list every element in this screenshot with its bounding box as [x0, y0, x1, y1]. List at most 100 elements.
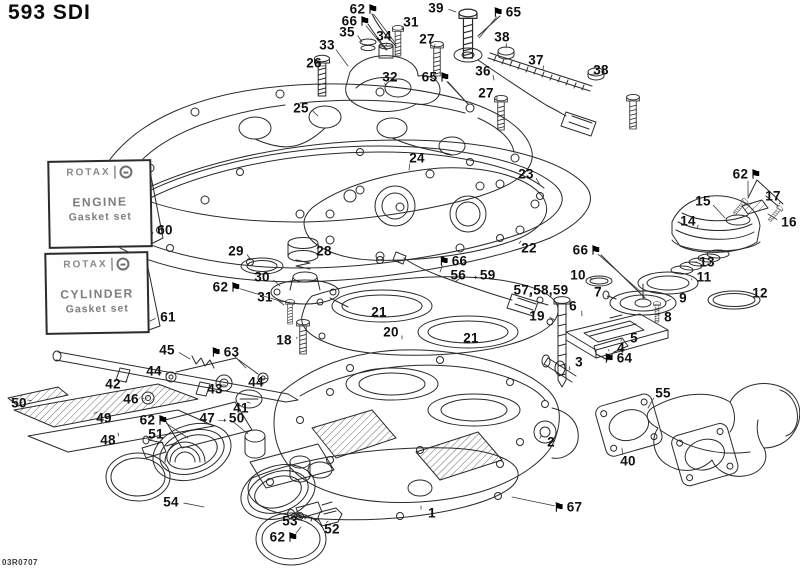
part-callout-43: 43 — [207, 382, 223, 396]
part-callout-39: 39 — [428, 1, 444, 15]
callout-number: 42 — [105, 376, 121, 392]
gasket-box-header: ROTAX — [62, 161, 137, 181]
part-callout-4: 4 — [617, 341, 625, 355]
part-callout-41: 41 — [233, 401, 249, 415]
callout-number: 29 — [228, 243, 244, 259]
service-product-flag-icon: ⚑ — [439, 70, 451, 85]
callout-number: 21 — [463, 330, 479, 346]
callout-number: 65 — [421, 69, 438, 85]
part-callout-8: 8 — [664, 310, 672, 324]
part-callout-27: 27 — [419, 32, 435, 46]
callout-number: 21 — [371, 304, 387, 320]
part-callout-60: 60 — [157, 223, 173, 237]
part-callout-13: 13 — [699, 255, 715, 269]
callout-number: 4 — [617, 340, 625, 356]
callout-number: 17 — [765, 188, 781, 204]
part-callout-42: 42 — [105, 377, 121, 391]
part-callout-15: 15 — [695, 194, 711, 208]
part-callout-64: ⚑64 — [602, 351, 633, 365]
gasket-box-header: ROTAX — [59, 253, 134, 273]
part-callout-50: 50 — [11, 396, 27, 410]
part-callout-11: 11 — [697, 270, 712, 284]
callout-number: 30 — [254, 269, 270, 285]
service-product-flag-icon: ⚑ — [590, 243, 602, 258]
part-callout-36: 36 — [475, 64, 491, 78]
rotax-logo-icon — [119, 165, 133, 179]
page-title: 593 SDI — [8, 1, 91, 24]
rotax-brand-text: ROTAX — [63, 258, 108, 271]
part-callout-62: 62⚑ — [140, 413, 171, 427]
callout-number: 8 — [664, 309, 672, 325]
part-callout-38: 38 — [494, 30, 510, 44]
callout-number: 33 — [319, 37, 335, 53]
callout-number: 9 — [679, 290, 687, 306]
part-callout-24: 24 — [409, 151, 425, 165]
part-callout-25: 25 — [293, 101, 309, 115]
part-callout-66: ⚑66 — [437, 254, 468, 268]
callout-number: 36 — [475, 63, 491, 79]
part-callout-18: 18 — [276, 333, 292, 347]
callout-number: 65 — [505, 4, 522, 20]
callout-number: 55 — [655, 385, 671, 401]
part-callout-16: 16 — [781, 215, 797, 229]
part-callout-37: 37 — [528, 53, 544, 67]
callout-number: 56→59 — [450, 267, 496, 283]
callout-number: 6 — [569, 298, 577, 314]
callout-number: 44 — [248, 374, 264, 390]
callout-number: 44 — [146, 363, 162, 379]
part-callout-34: 34 — [376, 29, 392, 43]
part-callout-53: 53 — [282, 514, 298, 528]
part-callout-62: 62⚑ — [270, 530, 301, 544]
callout-number: 60 — [157, 222, 173, 238]
callout-number: 7 — [594, 284, 602, 300]
callout-number: 51 — [148, 426, 164, 442]
part-callout-62: 62⚑ — [213, 280, 244, 294]
part-callout-3: 3 — [575, 355, 583, 369]
callout-number: 23 — [518, 166, 534, 182]
part-callout-47→50: 47→50 — [199, 411, 244, 425]
part-callout-23: 23 — [518, 167, 534, 181]
part-callout-51: 51 — [148, 427, 164, 441]
part-callout-62: 62⚑ — [350, 2, 381, 16]
part-callout-31: 31 — [403, 15, 419, 29]
callout-number: 10 — [570, 267, 586, 283]
callout-number: 11 — [696, 269, 712, 285]
callout-number: 37 — [528, 52, 544, 68]
part-callout-56→59: 56→59 — [450, 268, 495, 282]
service-product-flag-icon: ⚑ — [750, 167, 762, 182]
callout-number: 45 — [159, 342, 175, 358]
part-callout-61: 61 — [160, 310, 176, 324]
service-product-flag-icon: ⚑ — [367, 2, 379, 17]
callout-number: 35 — [339, 24, 355, 40]
callout-number: 50 — [11, 395, 27, 411]
rotax-logo-icon — [116, 257, 130, 271]
callout-number: 49 — [96, 410, 112, 426]
callout-number: 66 — [572, 242, 589, 258]
callout-number: 20 — [383, 324, 399, 340]
part-callout-44: 44 — [248, 375, 264, 389]
service-product-flag-icon: ⚑ — [287, 530, 299, 545]
part-callout-19: 19 — [529, 309, 545, 323]
callout-number: 12 — [752, 285, 768, 301]
divider — [114, 165, 116, 179]
callout-number: 43 — [207, 381, 223, 397]
callout-number: 40 — [620, 453, 636, 469]
callout-number: 38 — [494, 29, 510, 45]
gasket-box-title: CYLINDER — [60, 286, 134, 302]
rotax-brand-text: ROTAX — [66, 166, 111, 179]
service-product-flag-icon: ⚑ — [230, 280, 242, 295]
part-callout-55: 55 — [655, 386, 671, 400]
part-callout-44: 44 — [146, 364, 162, 378]
callout-number: 62 — [349, 1, 366, 17]
callout-number: 63 — [223, 344, 240, 360]
callout-number: 66 — [341, 13, 358, 29]
part-callout-45: 45 — [159, 343, 175, 357]
part-callout-1: 1 — [428, 506, 436, 520]
part-callout-26: 26 — [306, 56, 322, 70]
callout-number: 3 — [575, 354, 583, 370]
part-callout-63: ⚑63 — [209, 345, 240, 359]
part-callout-14: 14 — [680, 214, 696, 228]
callout-number: 13 — [699, 254, 715, 270]
part-callout-67: ⚑67 — [552, 500, 583, 514]
